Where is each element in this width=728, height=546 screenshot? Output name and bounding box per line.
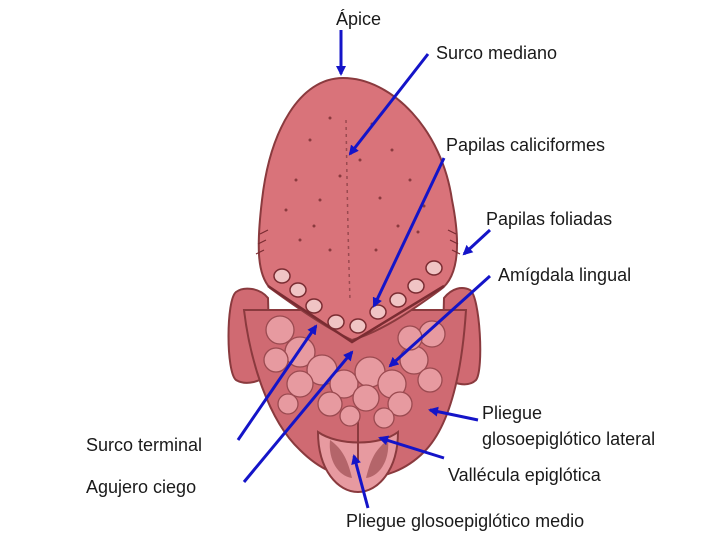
sulcus-terminalis <box>267 284 445 344</box>
arrow-vallecula <box>378 435 445 460</box>
tongue-illustration <box>227 76 482 494</box>
vallecula-left <box>329 440 352 478</box>
label-papilas-caliciformes: Papilas caliciformes <box>446 135 606 155</box>
pointer-arrows <box>236 30 492 509</box>
label-pliegue-medio: Pliegue glosoepiglótico medio <box>346 511 585 531</box>
median-sulcus <box>345 119 351 301</box>
lingual-tonsil <box>263 315 446 429</box>
label-papilas-foliadas: Papilas foliadas <box>486 209 613 229</box>
circumvallate-papillae <box>273 260 443 334</box>
label-surco-mediano: Surco mediano <box>436 43 558 63</box>
label-apice: Ápice <box>336 9 382 29</box>
arrow-papilas-caliciformes <box>372 157 446 308</box>
arrow-pliegue-medio <box>351 454 370 509</box>
arrow-pliegue-lateral <box>428 406 479 422</box>
label-pliegue-lateral-line1: Pliegue <box>482 403 543 423</box>
arrow-papilas-foliadas <box>462 228 492 256</box>
arrow-agujero-ciego <box>242 350 354 483</box>
foliate-papillae <box>255 229 461 255</box>
tongue-body <box>257 76 458 342</box>
label-vallecula: Vallécula epiglótica <box>448 465 601 485</box>
arrow-surco-mediano <box>348 53 430 156</box>
label-agujero-ciego: Agujero ciego <box>86 477 197 497</box>
arrow-amigdala-lingual <box>388 274 492 368</box>
arrow-surco-terminal <box>236 324 318 441</box>
label-surco-terminal: Surco terminal <box>86 435 203 455</box>
vallecula-right <box>366 440 389 478</box>
label-pliegue-lateral-line2: glosoepiglótico lateral <box>482 429 656 449</box>
label-amigdala-lingual: Amígdala lingual <box>498 265 632 285</box>
